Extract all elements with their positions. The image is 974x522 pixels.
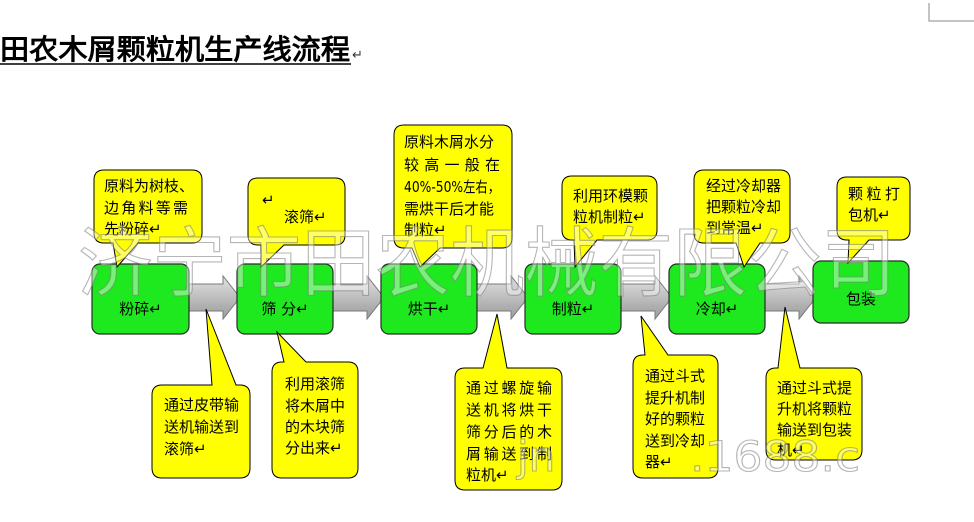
callout-bubble [271, 330, 359, 479]
watermark: 济宁市田农机械有限公司 jn .1688.c [77, 218, 896, 481]
callout-text-line: 分出来↵ [285, 439, 343, 457]
callout-text-line: 边角料等需 [104, 199, 188, 217]
flow-step-box [236, 263, 334, 335]
callout-text-line: 器↵ [645, 453, 673, 471]
callout-text-line: 送机输送到 [164, 418, 239, 436]
callout-bubble [151, 308, 251, 479]
callout-text-line: 利用环模颗 [573, 187, 648, 205]
callout-bubble [454, 313, 563, 491]
page-corner-mark [928, 3, 974, 22]
flow-steps: 粉碎↵ 筛 分↵ 烘干↵ 制粒↵ 冷却↵ 包装 [91, 260, 910, 335]
callout-text-line: 滚筛↵ [164, 440, 207, 458]
flow-step-box [812, 260, 910, 324]
callout-text-line: 滚筛↵ [284, 208, 327, 226]
callout-bubble [561, 175, 658, 269]
document-title: 田农木屑颗粒机生产线流程 ↵ [0, 33, 363, 66]
callout-bubble [632, 315, 719, 479]
callout-text-line: 粒机↵ [466, 466, 509, 484]
callout-text-line: 通过皮带输 [164, 396, 239, 414]
callout-text-line: 提升机制 [645, 389, 705, 407]
callout-bubble [836, 176, 911, 265]
flow-step-4: 制粒↵ [524, 263, 622, 335]
callout-text-line: 原料为树枝、 [104, 177, 194, 195]
flow-arrow [472, 274, 529, 321]
flow-step-label: 烘干↵ [408, 300, 451, 318]
callout-text-line: 粒机制粒↵ [573, 208, 646, 226]
flow-step-label: 粉碎↵ [119, 300, 162, 318]
callout-text-line: 40%-50%左右， [404, 178, 500, 196]
flow-step-3: 烘干↵ [380, 263, 478, 335]
callout-text-line: 输送到包装 [777, 421, 852, 439]
callout-text-line: 原料木屑水分 [404, 133, 494, 151]
flow-arrow [616, 274, 673, 321]
callout-text-line: 屑 输 送 到 制 [466, 445, 552, 463]
page-title: 田农木屑颗粒机生产线流程 [0, 33, 350, 66]
flow-step-box [91, 263, 190, 335]
callout-bubble [393, 124, 513, 268]
callout-text-line: 制粒↵ [404, 221, 447, 239]
callout-bottom-3: 通 过 螺 旋 输送 机 将 烘 干筛 分 后 的 木屑 输 送 到 制粒机↵ [454, 313, 563, 491]
callout-text-line: 将木屑中 [285, 397, 345, 415]
callout-text-line: 升机将颗粒 [777, 400, 852, 418]
flow-step-1: 粉碎↵ [91, 263, 190, 335]
watermark-site-start: jn [516, 432, 555, 481]
callout-bubble [693, 169, 791, 269]
callout-bubble [765, 306, 863, 461]
flow-step-label: 包装 [846, 290, 876, 308]
flow-arrow [184, 274, 241, 321]
flow-step-5: 冷却↵ [668, 263, 766, 335]
callout-bubble [247, 177, 346, 269]
callout-text-line: 需烘干后才能 [404, 200, 494, 218]
title-paragraph-mark: ↵ [352, 48, 363, 63]
flow-arrows [184, 274, 817, 321]
callout-top-6: 颗 粒 打包机↵ [836, 176, 911, 265]
flow-step-box [380, 263, 478, 335]
callout-bubble [93, 169, 203, 269]
watermark-company: 济宁市田农机械有限公司 [78, 219, 896, 308]
callout-text-line: 经过冷却器 [706, 177, 781, 195]
flow-step-label: 筛 分↵ [261, 300, 308, 318]
callout-text-line: 先粉碎↵ [104, 220, 162, 238]
callout-text-line: 较 高 一 般 在 [404, 156, 500, 174]
callout-text-line: 包机↵ [848, 206, 891, 224]
callout-text-line: 机↵ [777, 441, 805, 459]
callout-text-line: 通过斗式 [645, 367, 705, 385]
callout-text-line: 送 机 将 烘 干 [466, 401, 552, 419]
callout-text-line: 利用滚筛 [285, 375, 345, 393]
flow-arrow [328, 274, 385, 321]
callout-text-line: 通过斗式提 [777, 379, 852, 397]
callout-text-line: 筛 分 后 的 木 [466, 423, 552, 441]
flow-step-2: 筛 分↵ [236, 263, 334, 335]
flow-step-box [524, 263, 622, 335]
callout-top-2: ↵ 滚筛↵ [247, 177, 346, 269]
watermark-site-end: .1688.c [690, 432, 860, 481]
callout-text-line: 的木块筛 [285, 418, 345, 436]
callout-text-line: 到常温↵ [706, 219, 764, 237]
callout-text-line: 把颗粒冷却 [706, 198, 781, 216]
callout-text-line: ↵ [262, 191, 275, 209]
flow-arrow [760, 274, 817, 321]
flow-step-box [668, 263, 766, 335]
callout-text-line: 好的颗粒 [645, 410, 705, 428]
callout-text-line: 通 过 螺 旋 输 [466, 379, 552, 397]
flow-step-label: 制粒↵ [552, 300, 595, 318]
flow-step-label: 冷却↵ [696, 300, 739, 318]
callout-text-line: 颗 粒 打 [848, 185, 900, 203]
flow-step-6: 包装 [812, 260, 910, 324]
callout-text-line: 送到冷却 [645, 432, 705, 450]
